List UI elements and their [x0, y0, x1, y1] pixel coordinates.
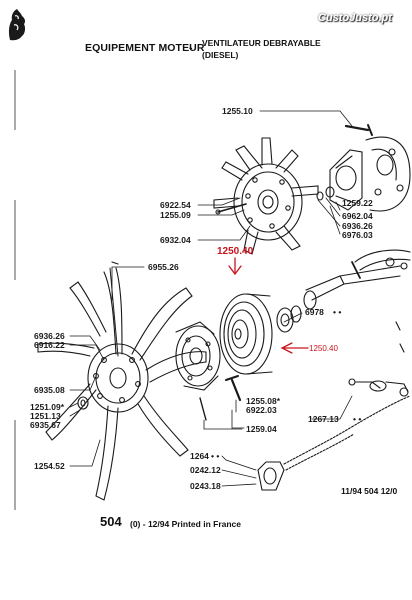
part-label-1264: 1264: [190, 451, 209, 461]
title-separator: -: [189, 42, 193, 54]
part-label-6976-03: 6976.03: [342, 230, 373, 240]
lion-logo-icon: [8, 9, 26, 41]
page-subtitle: VENTILATEUR DEBRAYABLE: [202, 38, 321, 48]
part-label-1251-13: 1251.13: [30, 411, 61, 421]
bullet-marks-3: • •: [211, 451, 220, 461]
footer-model: 504: [100, 514, 122, 529]
bullet-marks: • •: [333, 307, 342, 317]
part-label-6922-03: 6922.03: [246, 405, 277, 415]
page-title: EQUIPEMENT MOTEUR: [85, 42, 205, 54]
part-label-6935-67: 6935.67: [30, 420, 61, 430]
part-label-1255-08: 1255.08*: [246, 396, 281, 406]
part-label-0243-18: 0243.18: [190, 481, 221, 491]
part-label-6978: 6978: [305, 307, 324, 317]
part-label-6932-04: 6932.04: [160, 235, 191, 245]
part-label-6936-26-b: 6936.26: [34, 331, 65, 341]
part-label-6916-22: 6916.22: [34, 340, 65, 350]
footer-print-info: (0) - 12/94 Printed in France: [130, 519, 242, 529]
page-subtitle-variant: (DIESEL): [202, 50, 239, 60]
highlight-arrows: [228, 257, 309, 354]
watermark: CustoJusto.pt: [318, 12, 392, 24]
part-label-1250-40-top: 1250.40: [217, 246, 254, 257]
part-label-1250-40-side: 1250.40: [309, 344, 338, 353]
part-label-6955-26: 6955.26: [148, 262, 179, 272]
part-label-1259-22: 1259.22: [342, 198, 373, 208]
leader-lines-top: [197, 110, 353, 241]
part-label-1254-52: 1254.52: [34, 461, 65, 471]
part-label-1267-13: 1267.13: [308, 414, 339, 424]
part-label-6922-54: 6922.54: [160, 200, 191, 210]
bullet-marks-2: • •: [353, 414, 362, 424]
part-label-6936-26: 6936.26: [342, 221, 373, 231]
footer-right-code: 11/94 504 12/0: [341, 486, 398, 496]
scan-edge: [14, 200, 16, 280]
part-label-0242-12: 0242.12: [190, 465, 221, 475]
part-label-6935-08: 6935.08: [34, 385, 65, 395]
part-label-1259-04: 1259.04: [246, 424, 277, 434]
leader-lines-bottom: [69, 266, 353, 487]
bottom-fan-assembly: [37, 261, 411, 501]
part-label-1255-10: 1255.10: [222, 106, 253, 116]
part-label-1251-09: 1251.09*: [30, 402, 65, 412]
part-label-1255-09: 1255.09: [160, 210, 191, 220]
part-label-6962-04: 6962.04: [342, 211, 373, 221]
scan-edge: [14, 420, 16, 510]
scan-edge: [14, 70, 16, 130]
top-fan-assembly: [213, 124, 411, 271]
